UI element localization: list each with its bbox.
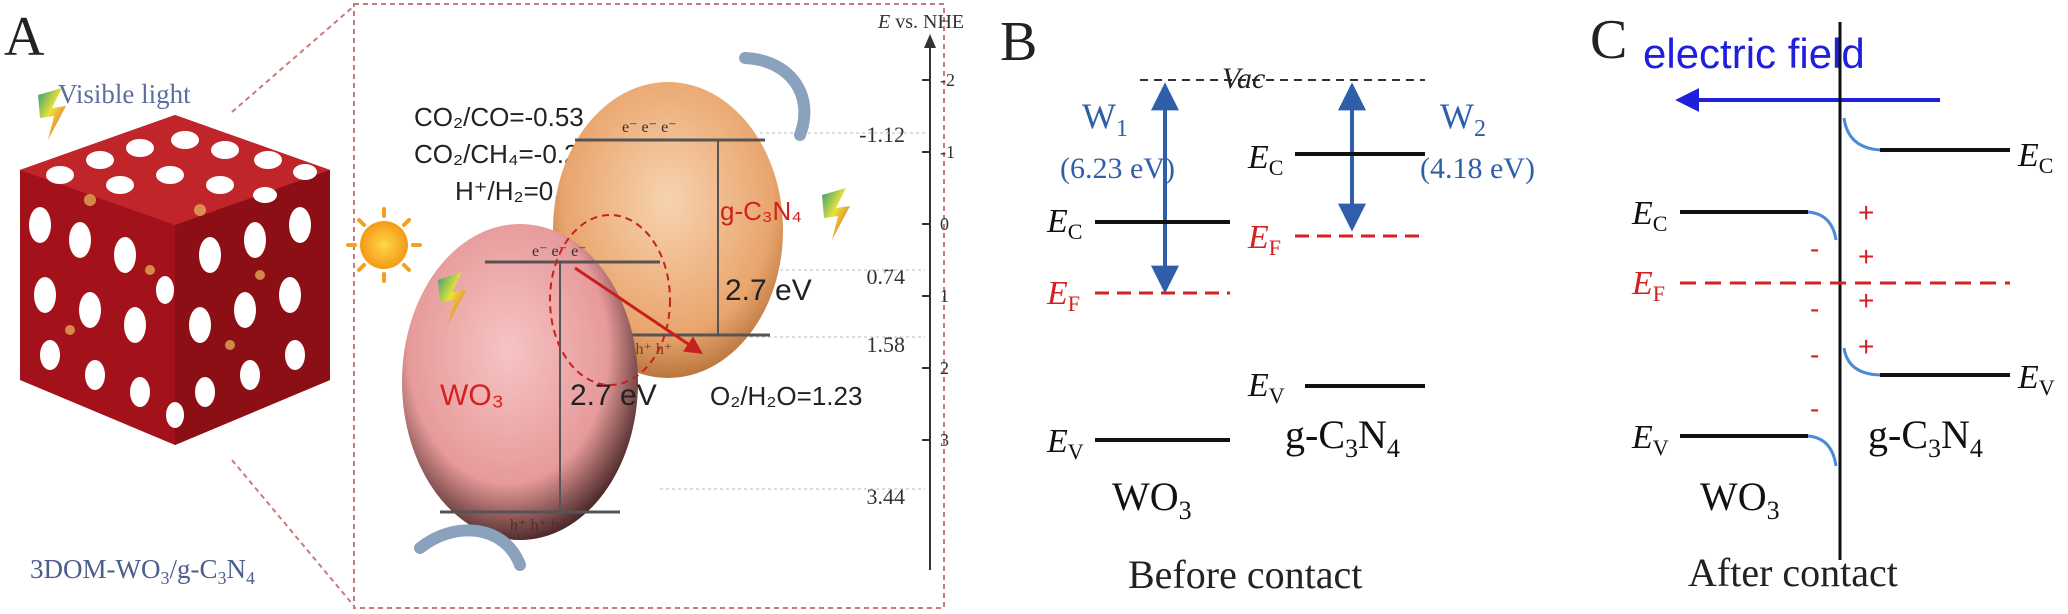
ev-right-label: EV <box>1247 367 1285 408</box>
wo3-vb-bending <box>1807 434 1838 467</box>
redox-h-h2: H⁺/H₂=0.0 <box>455 176 575 206</box>
level-value: 3.44 <box>867 484 906 509</box>
lightning-icon <box>438 272 466 325</box>
tick-label: -2 <box>940 70 955 90</box>
panel-c-caption: After contact <box>1688 550 1898 595</box>
potential-axis: E vs. NHE -2 -1 0 1 2 3 -1.12 0.74 1.58 <box>660 11 964 570</box>
w1-value: (6.23 eV) <box>1060 152 1175 185</box>
ev-left-label: EV <box>1631 419 1669 460</box>
level-value: 1.58 <box>867 332 906 357</box>
ev-right-label: EV <box>2017 359 2055 400</box>
gcn-material-label: g-C3N4 <box>1868 412 1983 463</box>
wo3-label: WO₃ <box>440 379 504 412</box>
curved-arrow-icon <box>414 524 526 571</box>
lattice-image <box>20 115 330 445</box>
panel-c: C electric field EC EF EV EC EV <box>1590 9 2055 595</box>
sun-icon <box>346 207 422 283</box>
ec-right-label: EC <box>1247 139 1283 180</box>
tick-label: -1 <box>940 142 955 162</box>
lightning-icon <box>822 188 850 240</box>
redox-o2-h2o: O₂/H₂O=1.23 <box>710 381 862 411</box>
gcn-cb-bending <box>1842 117 1881 152</box>
space-charges: + + + + - - - - <box>1810 197 1874 424</box>
wo3-particle <box>402 224 638 540</box>
level-values: -1.12 0.74 1.58 3.44 <box>859 122 905 509</box>
junction-circle <box>549 214 671 386</box>
ef-label: EF <box>1631 265 1665 306</box>
electric-field-label: electric field <box>1643 30 1865 77</box>
gcn-vb-bending <box>1842 347 1881 377</box>
panel-a-letter: A <box>4 6 45 68</box>
lightning-icon <box>38 88 66 140</box>
panel-a: A <box>4 3 964 609</box>
ec-left-label: EC <box>1046 203 1082 244</box>
panel-b-caption: Before contact <box>1128 552 1362 597</box>
redox-labels: CO₂/CO=-0.53 CO₂/CH₄=-0.24 H⁺/H₂=0.0 O₂/… <box>414 102 862 411</box>
redox-co2-co: CO₂/CO=-0.53 <box>414 102 584 132</box>
plus-charge: + <box>1858 197 1874 228</box>
visible-light-label: Visible light <box>58 79 191 109</box>
composite-label: 3DOM-WO3/g-C3N4 <box>30 554 255 588</box>
charge-transfer-arrow <box>574 266 703 355</box>
curved-arrow-icon <box>739 52 811 141</box>
panel-b: B Vac W1 (6.23 eV) W2 (4.18 eV) EC EF EV… <box>1000 11 1535 597</box>
tick-label: 2 <box>940 358 949 378</box>
wo3-material-label: WO3 <box>1700 474 1780 525</box>
gcn-label: g-C₃N₄ <box>720 196 802 226</box>
plus-charge: + <box>1858 241 1874 272</box>
wo3-cb-bending <box>1807 210 1838 241</box>
zoom-box <box>353 3 945 609</box>
ec-right-label: EC <box>2017 137 2053 178</box>
tick-label: 3 <box>940 430 949 450</box>
ev-left-label: EV <box>1046 423 1084 464</box>
minus-charge: - <box>1810 339 1819 370</box>
minus-charge: - <box>1810 293 1819 324</box>
gcn-gap: 2.7 eV <box>725 274 812 307</box>
level-value: 0.74 <box>867 264 906 289</box>
axis-title: E vs. NHE <box>877 11 964 33</box>
minus-charge: - <box>1810 233 1819 264</box>
axis-ticks: -2 -1 0 1 2 3 <box>922 70 955 450</box>
w2-label: W2 <box>1440 96 1486 142</box>
panel-c-letter: C <box>1590 9 1627 71</box>
vac-label: Vac <box>1222 62 1265 95</box>
ec-left-label: EC <box>1631 195 1667 236</box>
plus-charge: + <box>1858 331 1874 362</box>
wo3-material-label: WO3 <box>1112 474 1192 525</box>
plus-charge: + <box>1858 285 1874 316</box>
tick-label: 1 <box>940 286 949 306</box>
wo3-electrons: e⁻ e⁻ e⁻ <box>532 243 587 260</box>
ef-right-label: EF <box>1247 219 1281 260</box>
redox-co2-ch4: CO₂/CH₄=-0.24 <box>414 139 593 169</box>
w1-label: W1 <box>1082 96 1128 142</box>
ef-left-label: EF <box>1046 275 1080 316</box>
tick-label: 0 <box>940 214 949 234</box>
level-value: -1.12 <box>859 122 905 147</box>
wo3-holes: h⁺ h⁺ h⁺ <box>510 517 567 534</box>
minus-charge: - <box>1810 393 1819 424</box>
gcn-electrons: e⁻ e⁻ e⁻ <box>622 119 677 136</box>
panel-b-letter: B <box>1000 11 1037 73</box>
w2-value: (4.18 eV) <box>1420 152 1535 185</box>
gcn-material-label: g-C3N4 <box>1285 412 1400 463</box>
